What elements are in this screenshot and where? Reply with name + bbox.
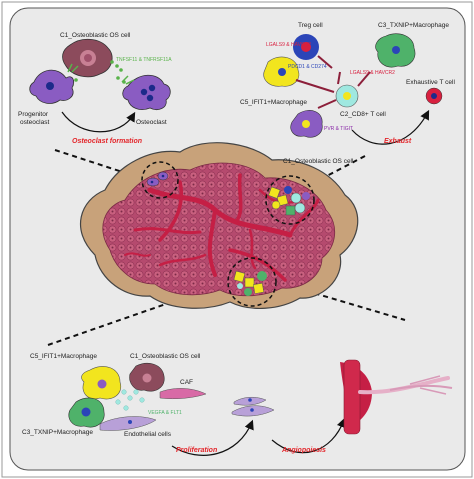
angiopoiesis-label: Angiopoiesis [281, 447, 326, 454]
tumor-angio-cluster [233, 270, 267, 296]
osteoclast-formation-panel: C1_Osteoblastic OS cell TNFSF11 & TNFRSF… [18, 32, 172, 145]
tumor-mass [79, 142, 359, 309]
tl-ligand-label: TNFSF11 & TNFRSF11A [116, 57, 172, 63]
pvr-label: PVR & TIGIT [324, 126, 353, 132]
bottom-macrophage3-label: C3_TXNIP+Macrophage [22, 429, 93, 436]
progenitor-label-2: osteoclast [20, 119, 49, 126]
proliferation-arrow [171, 419, 254, 456]
bottom-osteoblastic-label: C1_Osteoblastic OS cell [130, 353, 201, 360]
endothelial-cells [99, 416, 157, 431]
proliferated-endothelial [231, 397, 275, 417]
bottom-macrophage5-label: C5_IFIT1+Macrophage [30, 353, 97, 360]
bottom-ligand-dots [115, 389, 145, 411]
focus-circle-immune [265, 175, 315, 225]
receptor-lines [295, 55, 371, 109]
exhaust-label: Exhaust [384, 138, 412, 145]
progenitor-label-1: Progenitor [18, 111, 49, 118]
endothelial-label: Endothelial cells [124, 431, 172, 438]
exhaust-arrow [351, 109, 430, 145]
focus-circle-angio [227, 257, 277, 307]
angiopoiesis-arrow [271, 417, 346, 454]
tr-macrophage3-label: C3_TXNIP+Macrophage [378, 22, 449, 29]
pdcd1-label: PDCD1 & CD274 [288, 64, 327, 70]
center-osteoblastic-label: C1_Osteoblastic OS cell [283, 158, 354, 165]
tl-os-cell-label: C1_Osteoblastic OS cell [60, 32, 131, 39]
lgals9-label-1: LGALS9 & HAVCR2 [266, 42, 311, 48]
cd8-label: C2_CD8+ T cell [340, 111, 386, 118]
focus-circle-osteoclast [141, 161, 179, 199]
osteoclast-label: Osteoclast [136, 119, 167, 126]
caf-cell [159, 388, 207, 400]
new-blood-vessel [340, 359, 453, 435]
tr-macrophage5-label: C5_IFIT1+Macrophage [240, 99, 307, 106]
vegfa-label: VEGFA & FLT1 [148, 410, 182, 416]
proliferation-label: Proliferation [176, 447, 217, 454]
caf-label: CAF [180, 379, 193, 386]
lgals9-label-2: LGALS9 & HAVCR2 [350, 70, 395, 76]
osteoclast-formation-label: Osteoclast formation [72, 138, 142, 145]
exhaust-panel: Treg cell C3_TXNIP+Macrophage LGALS9 & H… [240, 22, 455, 145]
osteoclast-arrow [61, 111, 136, 133]
tumor-osteoclast-cluster [146, 171, 169, 187]
tumor-immune-cluster [268, 186, 310, 216]
exhaustive-label: Exhaustive T cell [406, 79, 455, 86]
treg-label: Treg cell [298, 22, 323, 29]
angiogenesis-panel: C5_IFIT1+Macrophage C1_Osteoblastic OS c… [22, 353, 453, 456]
